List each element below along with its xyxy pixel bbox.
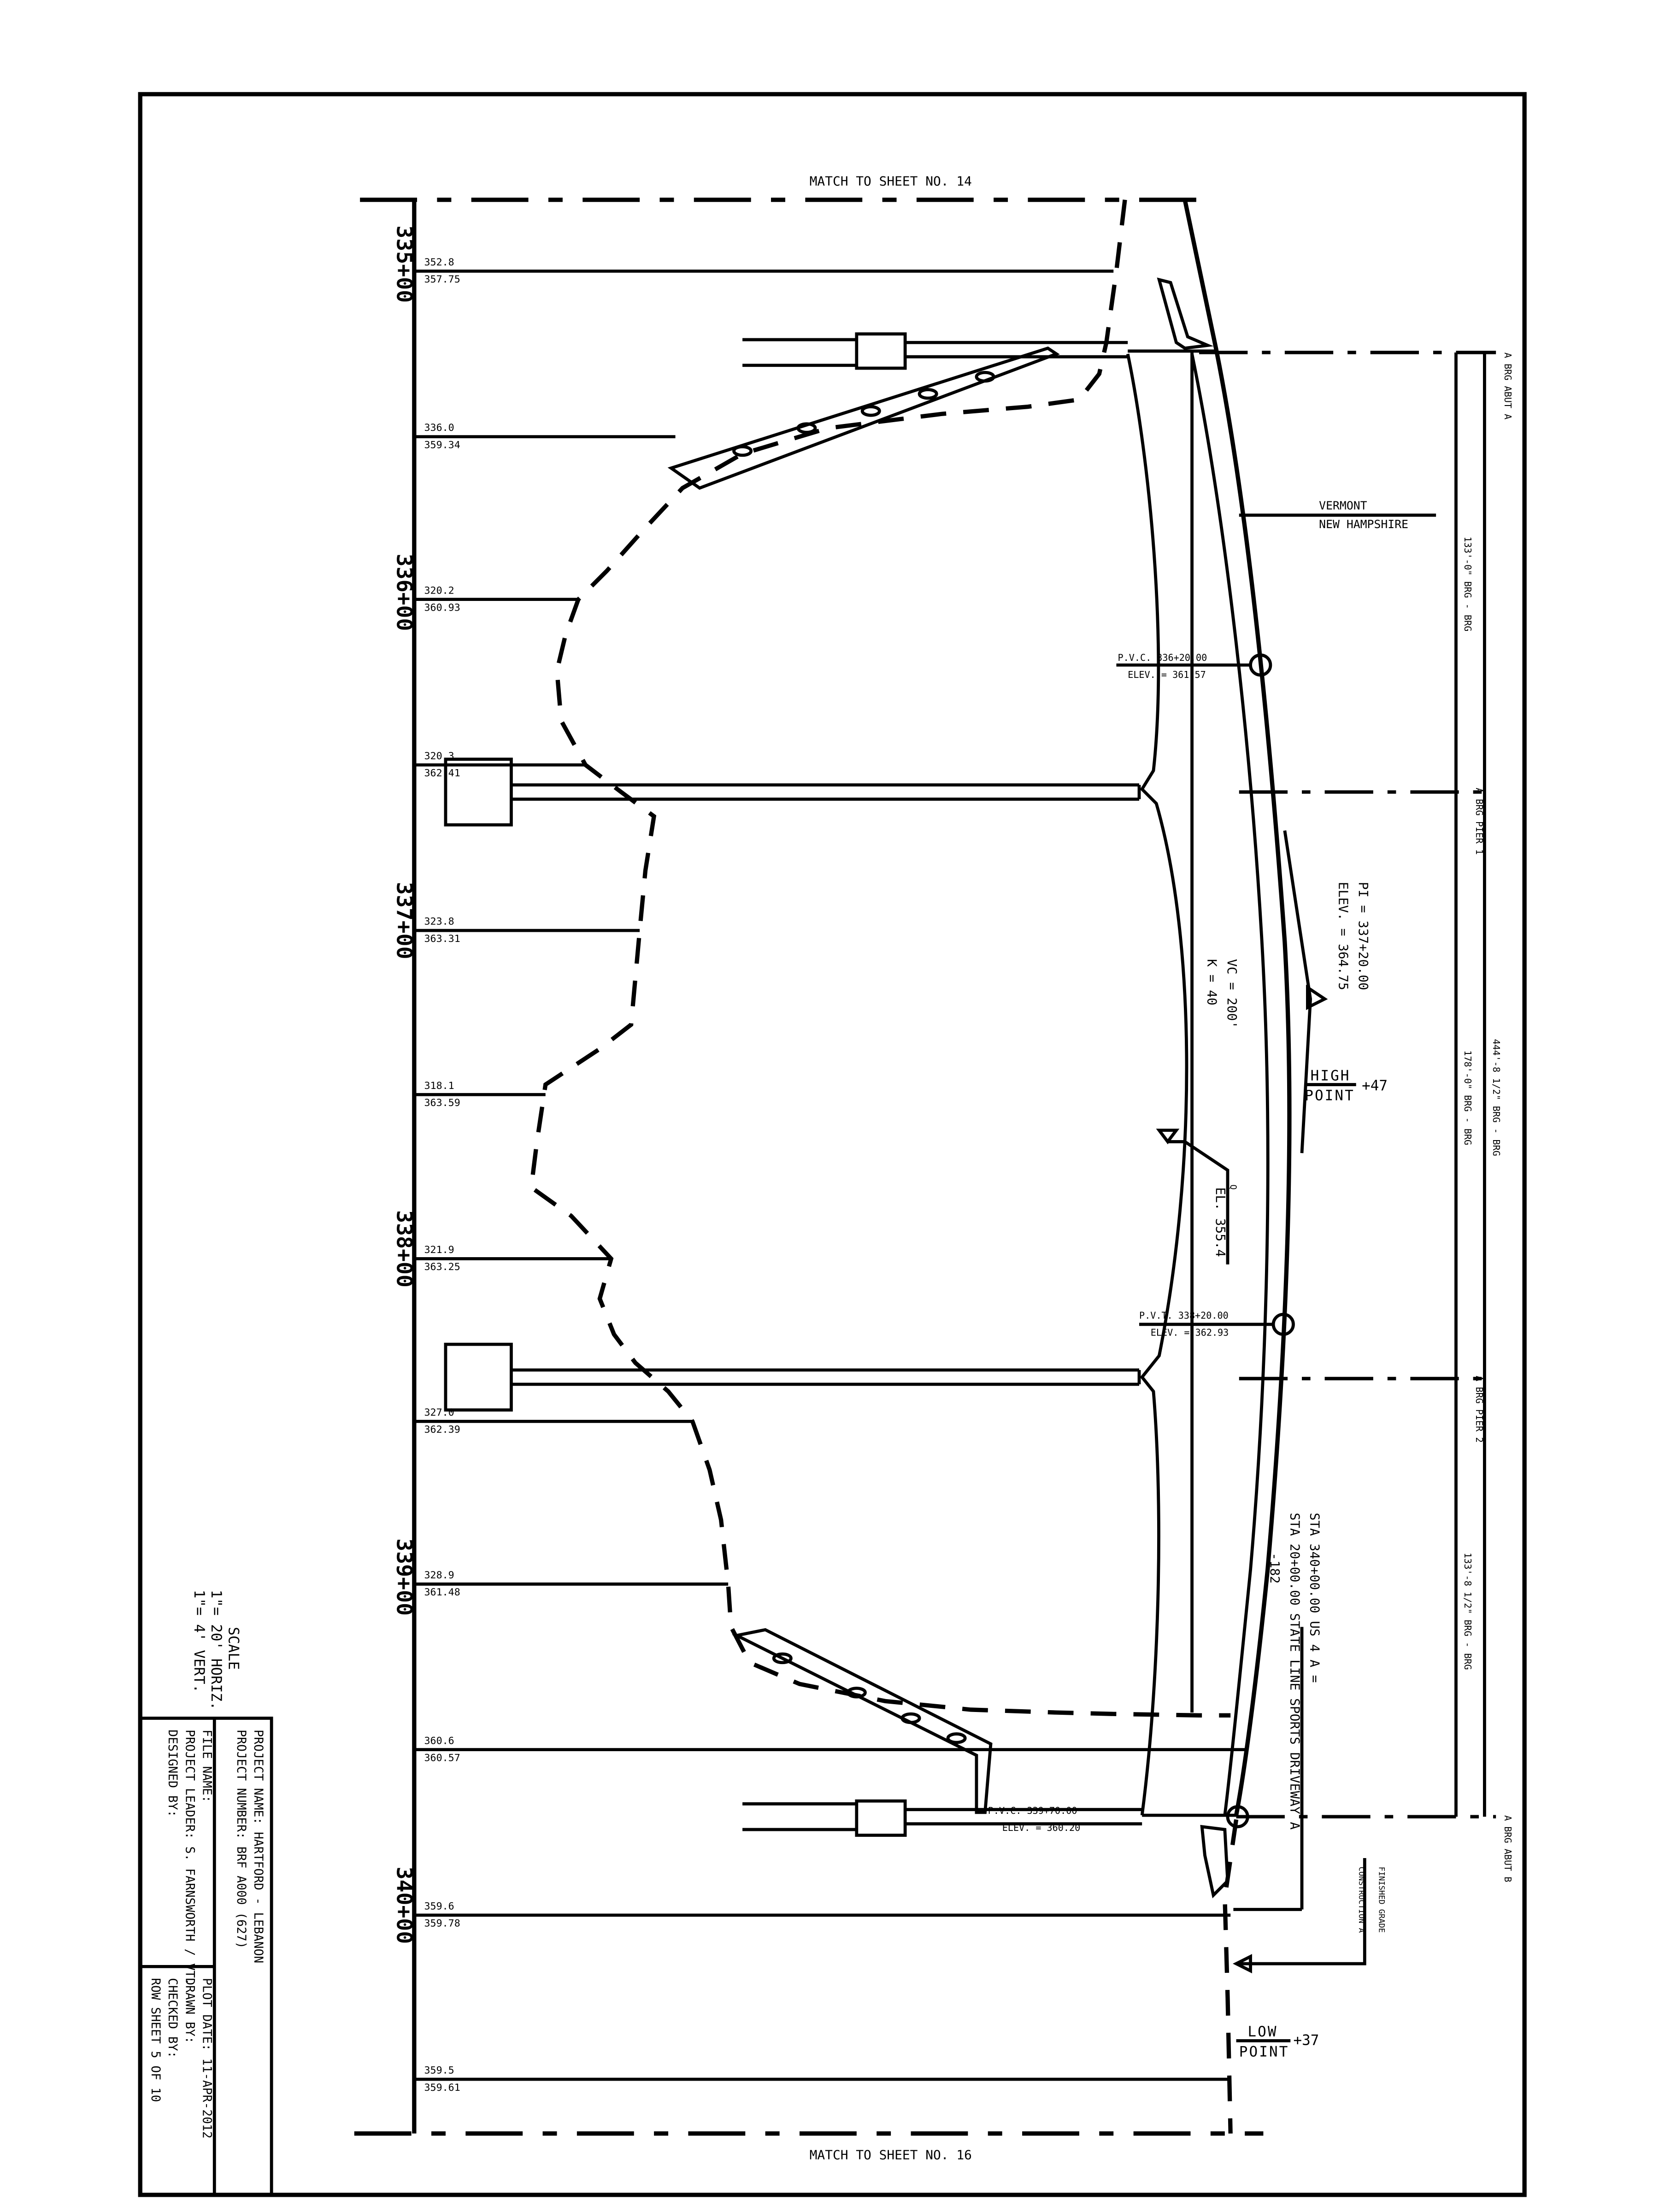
dim-abut-a: A BRG ABUT A [1502,353,1513,419]
project-leader: PROJECT LEADER: S. FARNSWORTH / VT. [182,1730,196,1985]
existing-ground-line [529,199,1231,1718]
dim-span-1: 133'-0" BRG - BRG [1462,536,1473,631]
elevation-top: 321.9 [424,1244,454,1256]
water-symbol: Q [1228,1184,1238,1189]
existing-ground-line-end [1223,1819,1239,2134]
station-label: 336+00 [392,554,417,631]
pi-elevation: ELEV. = 364.75 [1336,882,1351,990]
pi-station: PI = 337+20.00 [1356,882,1371,990]
finished-grade-line1: FINISHED GRADE [1377,1867,1386,1933]
pier-1 [444,758,1141,827]
elevation-top: 359.5 [424,2065,454,2077]
elevation-top: 336.0 [424,422,454,434]
elevation-bottom: 359.34 [424,439,460,451]
elevation-bottom: 360.57 [424,1752,460,1764]
elevation-top: 352.8 [424,257,454,268]
pier-2 [444,1342,1141,1412]
abutment-b [732,1628,1230,1899]
checked-by: CHECKED BY: [165,1978,179,2058]
elevation-bottom: 357.75 [424,274,460,285]
elevation-top: 323.8 [424,916,454,928]
low-point-line1: LOW [1247,2024,1277,2040]
elevation-rows: 352.8 357.75 336.0 359.34 320.2 360.93 3… [414,257,1247,2094]
vertical-curve-k: K = 40 [1205,959,1220,1006]
high-point-line2: POINT [1305,1088,1355,1104]
pvc-station: P.V.C. 336+20.00 [1118,652,1207,663]
dim-total: 444'-8 1/2" BRG - BRG [1491,1039,1502,1156]
finished-grade-arrow [1232,1954,1252,1974]
pvt-elevation: ELEV. = 362.93 [1151,1327,1229,1338]
abutment-a [667,277,1214,490]
bridge-deck-mid [1190,353,1270,1816]
dim-abut-b: A BRG ABUT B [1502,1815,1513,1882]
match-line-bottom-label: MATCH TO SHEET NO. 16 [810,2147,972,2162]
elevation-top: 328.9 [424,1570,454,1581]
scale-title: SCALE [225,1627,241,1670]
water-elevation: EL. 355.4 [1213,1188,1228,1257]
state-line-sta-line1: STA 340+00.00 US 4 A = [1307,1513,1323,1683]
state-line-new-hampshire: NEW HAMPSHIRE [1319,518,1408,531]
plot-date: PLOT DATE: 11-APR-2012 [200,1978,214,2139]
elevation-top: 320.2 [424,585,454,596]
elevation-top: 359.6 [424,1900,454,1912]
station-label: 338+00 [392,1210,417,1288]
station-label: 335+00 [392,225,417,303]
elevation-top: 318.1 [424,1080,454,1092]
low-point-offset: +37 [1293,2032,1319,2049]
elevation-bottom: 359.61 [424,2082,460,2094]
match-line-top-label: MATCH TO SHEET NO. 14 [810,174,972,189]
pvc2-elevation: ELEV. = 360.20 [1002,1822,1081,1833]
scale-vertical: 1"= 4' VERT. [191,1590,207,1693]
project-name: PROJECT NAME: HARTFORD - LEBANON [251,1730,265,1963]
finished-grade-leader [1236,1858,1366,1965]
sheet-border [138,92,1527,2197]
water-marker: Q EL. 355.4 [1156,1129,1238,1265]
station-label: 340+00 [392,1867,417,1944]
dim-span-3: 133'-8 1/2" BRG - BRG [1462,1553,1473,1670]
state-line-vermont: VERMONT [1319,499,1367,512]
elevation-bottom: 361.48 [424,1587,460,1598]
finished-grade-line2: CONSTRUCTION A [1357,1867,1366,1933]
high-point-offset: +47 [1362,1077,1388,1094]
project-number: PROJECT NUMBER: BRF A000 (627) [234,1730,248,1948]
station-label: 337+00 [392,882,417,959]
designed-by: DESIGNED BY: [165,1730,179,1817]
title-block: PROJECT NAME: HARTFORD - LEBANON PROJECT… [138,1717,273,2197]
low-point-line2: POINT [1239,2043,1289,2060]
pvc2-station: P.V.C. 339+70.00 [988,1805,1077,1816]
pi-tangent [1283,830,1312,1153]
state-line-sta-line3: -182 [1267,1553,1282,1583]
file-name: FILE NAME: [200,1730,214,1802]
pvc-elevation: ELEV. = 361.57 [1128,669,1206,680]
elevation-bottom: 360.93 [424,602,460,613]
state-line-sta-line2: STA 20+00.00 STATE LINE SPORTS DRIVEWAY … [1287,1513,1302,1830]
scale-horizontal: 1"= 20' HORIZ. [208,1590,224,1710]
pi-triangle [1306,984,1328,1010]
elevation-bottom: 362.39 [424,1424,460,1435]
dim-pier-1: A BRG PIER 1 [1474,788,1485,854]
bridge-girder-bottom [1126,353,1188,1816]
high-point-line1: HIGH [1311,1067,1351,1084]
drawn-by: DRAWN BY: [182,1978,196,2044]
dim-pier-2: A BRG PIER 2 [1474,1376,1485,1442]
station-label: 339+00 [392,1538,417,1616]
elevation-bottom: 363.31 [424,933,460,945]
elevation-bottom: 362.41 [424,768,460,779]
elevation-bottom: 363.59 [424,1097,460,1109]
pvt-station: P.V.T. 338+20.00 [1139,1310,1229,1321]
bridge-deck-top [1182,199,1292,1816]
row-sheet: ROW SHEET 5 OF 10 [148,1978,162,2102]
elevation-bottom: 359.78 [424,1918,460,1930]
elevation-top: 360.6 [424,1735,454,1747]
vertical-curve-length: VC = 200' [1224,959,1240,1029]
pvc2-marker [1226,1805,1249,1829]
elevation-bottom: 363.25 [424,1261,460,1273]
dim-span-2: 178'-0" BRG - BRG [1462,1050,1473,1145]
